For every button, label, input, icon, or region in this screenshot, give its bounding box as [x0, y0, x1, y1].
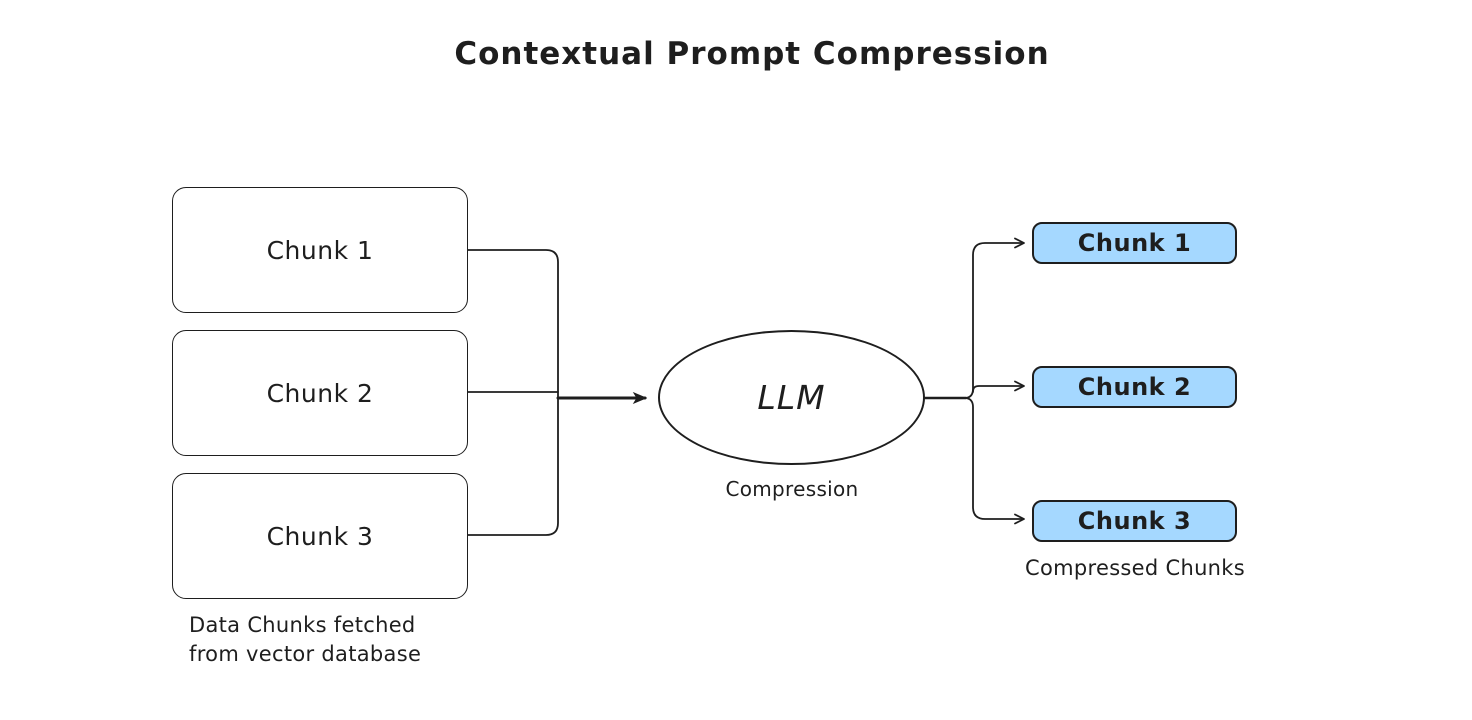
- compressed-chunks-caption: Compressed Chunks: [1025, 556, 1245, 580]
- llm-node: LLM: [658, 330, 925, 465]
- arrow-to-compressed-chunk3: [965, 397, 1025, 525]
- compressed-chunk-1-box: Chunk 1: [1032, 222, 1237, 264]
- source-chunk-2-label: Chunk 2: [266, 378, 374, 408]
- source-chunk-3-box: Chunk 3: [172, 473, 468, 599]
- compressed-chunk-1-label: Chunk 1: [1077, 229, 1192, 257]
- compressed-chunk-3-box: Chunk 3: [1032, 500, 1237, 542]
- compressed-chunk-2-box: Chunk 2: [1032, 366, 1237, 408]
- arrow-to-compressed-chunk2: [972, 380, 1025, 393]
- diagram-title: Contextual Prompt Compression: [454, 36, 1050, 72]
- source-chunk-1-box: Chunk 1: [172, 187, 468, 313]
- llm-label: LLM: [757, 378, 826, 417]
- connector-left-trunk: [467, 249, 559, 536]
- source-chunk-2-box: Chunk 2: [172, 330, 468, 456]
- arrow-to-compressed-chunk1: [965, 237, 1025, 399]
- llm-caption: Compression: [725, 477, 859, 501]
- source-chunks-caption: Data Chunks fetched from vector database: [189, 613, 422, 666]
- compressed-chunk-2-label: Chunk 2: [1077, 373, 1192, 401]
- compressed-chunk-3-label: Chunk 3: [1077, 507, 1192, 535]
- source-chunk-1-label: Chunk 1: [266, 235, 374, 265]
- source-chunk-3-label: Chunk 3: [266, 521, 374, 551]
